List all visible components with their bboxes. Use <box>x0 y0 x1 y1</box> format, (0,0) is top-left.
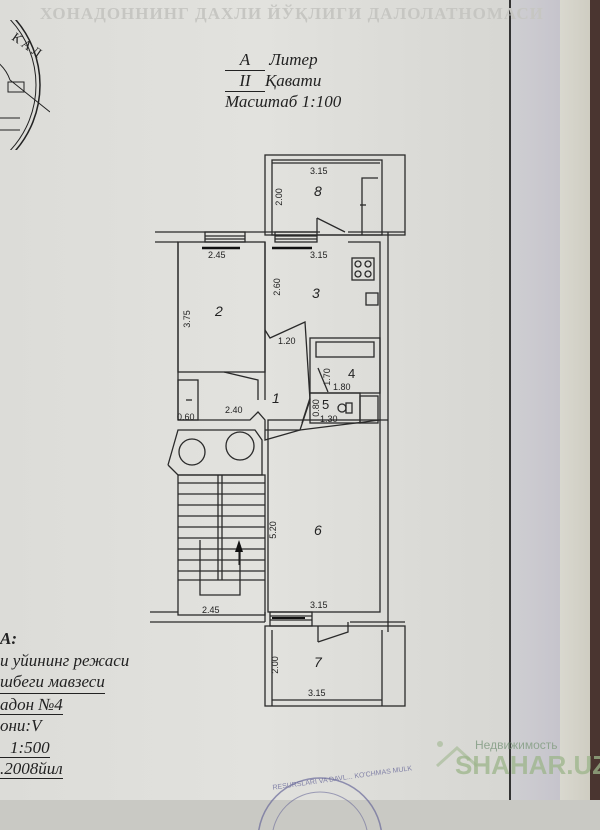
room-label-7: 7 <box>314 654 322 670</box>
legend-heading: А: <box>0 629 17 648</box>
dim-r3-width: 3.15 <box>310 250 328 260</box>
dim-r5-width: 1.30 <box>320 414 338 424</box>
room-label-4: 4 <box>348 366 356 381</box>
faint-header: ХОНАДОННИНГ ДАХЛИ ЙЎҚЛИГИ ДАЛОЛАТНОМАСИ <box>40 4 544 23</box>
legend-line-3: адон №4 <box>0 694 63 715</box>
dim-r2-width: 2.45 <box>208 250 226 260</box>
dim-r6-depth: 5.20 <box>267 521 278 539</box>
liter-label: Литер <box>269 50 318 69</box>
floor-value: II <box>225 71 265 92</box>
stamp-circle <box>0 20 50 150</box>
legend-line-5: 1:500 <box>0 737 50 758</box>
plan-labels: 8 3 2 1 4 5 6 7 3.15 2.00 2.45 3.15 2.60… <box>177 166 356 698</box>
watermark-subtitle: Недвижимость <box>475 738 558 752</box>
legend-line-4: они:V <box>0 716 42 735</box>
table-edge <box>590 0 600 800</box>
dim-r6-width: 3.15 <box>310 600 328 610</box>
page-border-line <box>509 0 511 800</box>
room-label-8: 8 <box>314 183 322 199</box>
dim-r8-width: 3.15 <box>310 166 328 176</box>
dim-r2-depth: 3.75 <box>181 310 192 328</box>
room-label-3: 3 <box>312 285 320 301</box>
seal-stamp <box>258 777 382 830</box>
dim-r7-depth: 2.00 <box>269 656 280 674</box>
dim-r4-width: 1.80 <box>333 382 351 392</box>
document-page <box>0 0 520 800</box>
legend-block: А: и уйининг режаси шбеги мавзеси адон №… <box>0 628 129 780</box>
room-label-5: 5 <box>322 397 330 412</box>
room-label-1: 1 <box>272 390 280 406</box>
dim-closet: 0.60 <box>177 412 195 422</box>
dim-hall-2: 2.40 <box>225 405 243 415</box>
floor-label: Қавати <box>265 71 322 90</box>
underlying-page <box>510 0 560 800</box>
liter-value: А <box>225 50 265 71</box>
dim-hall-1: 1.20 <box>278 336 296 346</box>
dim-r4-depth: 1.70 <box>321 368 332 386</box>
dim-r7-width: 3.15 <box>308 688 326 698</box>
dim-r3-depth: 2.60 <box>271 278 282 296</box>
dim-stair-width: 2.45 <box>202 605 220 615</box>
room-label-6: 6 <box>314 522 322 538</box>
legend-line-6: .2008йил <box>0 759 63 779</box>
floor-plan <box>150 154 406 707</box>
legend-line-1: и уйининг режаси <box>0 650 130 670</box>
dim-r8-depth: 2.00 <box>273 188 284 206</box>
legend-line-2: шбеги мавзеси <box>0 671 105 694</box>
watermark-brand: SHAHAR.UZ <box>455 750 600 780</box>
scale-label: Масштаб 1:100 <box>225 92 342 111</box>
room-label-2: 2 <box>215 303 223 319</box>
watermark-house-icon <box>435 741 479 768</box>
underlying-page-edge <box>560 0 590 800</box>
